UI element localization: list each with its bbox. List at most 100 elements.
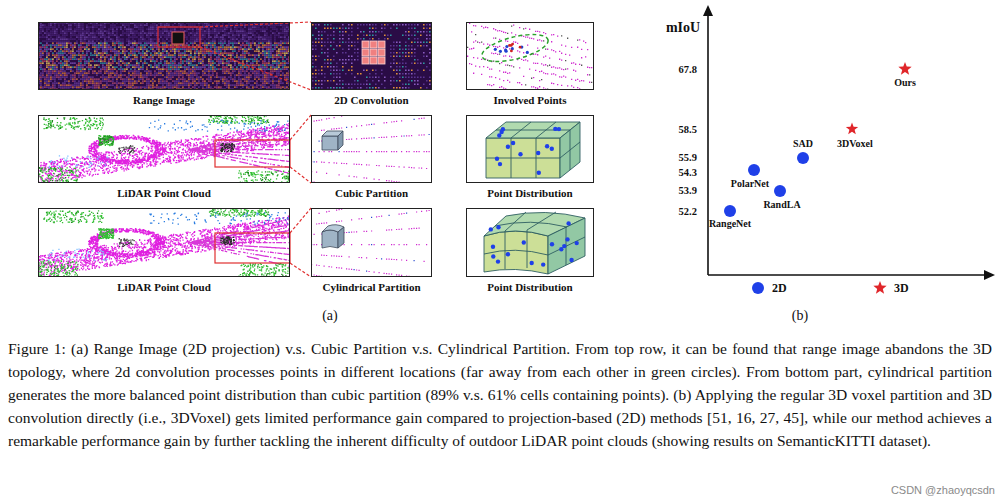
point xyxy=(575,241,579,245)
image-panel: Cubic Partition xyxy=(311,115,432,200)
legend-swatch xyxy=(873,281,886,294)
point xyxy=(496,259,500,263)
point-set xyxy=(38,115,290,183)
involved-highlights xyxy=(494,43,529,54)
axis-arrow xyxy=(984,270,995,280)
point-set xyxy=(48,248,108,261)
point xyxy=(506,145,510,149)
image-panel: Involved Points xyxy=(466,22,594,107)
panel-label: Cylindrical Partition xyxy=(311,281,432,294)
point-set xyxy=(149,212,288,225)
grid-line xyxy=(505,212,526,231)
panel-frame xyxy=(466,208,594,277)
kernel-cell xyxy=(378,49,385,56)
grid-line xyxy=(548,237,585,255)
kernel-spot xyxy=(172,32,184,44)
image-panel: Point Distribution xyxy=(466,115,594,200)
cubic-grid xyxy=(486,122,580,178)
point xyxy=(518,152,522,156)
zoom-points xyxy=(311,208,432,277)
point xyxy=(499,130,503,134)
conv-points xyxy=(312,24,431,89)
point xyxy=(519,46,522,49)
zoom-connector xyxy=(290,208,311,277)
point-label: Ours xyxy=(894,77,916,88)
point-set xyxy=(188,125,290,174)
zoom-connector xyxy=(200,22,311,90)
point xyxy=(569,258,573,262)
point-label: RandLA xyxy=(763,199,800,210)
panel-frame xyxy=(38,208,290,277)
tick-label: 53.9 xyxy=(679,185,697,196)
point xyxy=(545,144,549,148)
image-panel: 2D Convolution xyxy=(311,22,432,107)
point-set xyxy=(38,23,290,42)
cell-points xyxy=(489,221,579,267)
point xyxy=(498,162,502,166)
axis-arrow xyxy=(703,5,713,16)
image-panel: Cylindrical Partition xyxy=(311,208,432,294)
tick-label: 67.8 xyxy=(679,64,697,75)
point xyxy=(494,48,497,51)
point-set xyxy=(220,143,235,152)
x-axis xyxy=(708,274,986,276)
lidar-points xyxy=(38,115,290,183)
cube-side xyxy=(338,131,343,150)
point-set xyxy=(38,208,290,277)
point xyxy=(505,45,508,48)
point xyxy=(526,51,529,54)
panel-frame xyxy=(466,115,594,183)
point-set xyxy=(119,238,135,247)
point-set xyxy=(118,145,135,154)
method-dot xyxy=(724,205,736,217)
panel-label: LiDAR Point Cloud xyxy=(38,281,290,294)
panel-frame xyxy=(38,115,290,183)
kernel-cell xyxy=(370,41,377,48)
method-star xyxy=(898,62,911,75)
cube-front xyxy=(322,136,338,150)
image-panel: LiDAR Point Cloud xyxy=(38,115,290,200)
grid-line xyxy=(484,250,548,255)
point-set xyxy=(39,115,290,183)
zoom-box xyxy=(158,27,200,47)
point xyxy=(550,147,554,151)
point-set xyxy=(311,208,432,277)
involved-points xyxy=(467,22,594,90)
kernel-cell xyxy=(370,49,377,56)
point-set xyxy=(467,22,594,90)
panel-label: Point Distribution xyxy=(466,187,594,200)
point-scatter xyxy=(38,14,594,296)
zoom-box xyxy=(215,233,290,263)
point-set xyxy=(312,24,431,89)
panel-label: Cubic Partition xyxy=(311,187,432,200)
cubic-cell xyxy=(322,131,343,150)
image-panel: Range Image xyxy=(38,22,290,107)
panel-frame xyxy=(311,115,432,183)
point xyxy=(522,240,526,244)
cylinder-cell xyxy=(322,225,344,248)
grid-front xyxy=(486,138,560,178)
point-set xyxy=(38,23,290,42)
panel-tag: (b) xyxy=(792,308,808,324)
panel-frame xyxy=(466,22,594,90)
legend-text: 2D xyxy=(772,281,787,296)
point xyxy=(530,261,534,265)
kernel-cell xyxy=(362,41,369,48)
zoom-box xyxy=(215,140,290,167)
panel-label: 2D Convolution xyxy=(311,94,432,107)
point-set xyxy=(314,115,430,183)
point-set xyxy=(188,218,290,267)
point xyxy=(511,141,515,145)
point-set xyxy=(149,120,289,133)
panel-frame xyxy=(38,22,290,90)
tick-label: 54.3 xyxy=(679,167,697,178)
method-star xyxy=(846,123,858,135)
method-stars xyxy=(846,62,912,134)
kernel-cell xyxy=(362,57,369,64)
point xyxy=(537,171,541,175)
point xyxy=(536,151,540,155)
point xyxy=(491,245,495,249)
panel-frame xyxy=(311,208,432,277)
point xyxy=(506,252,510,256)
panel-label: Range Image xyxy=(38,94,290,107)
